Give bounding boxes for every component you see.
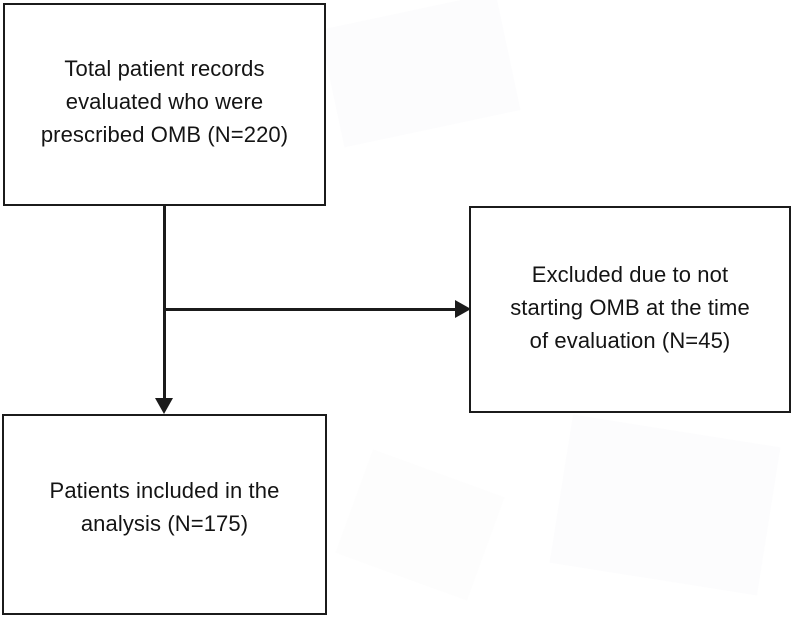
connector-total-to-excluded-line [164, 308, 461, 311]
flow-node-excluded-label: Excluded due to not starting OMB at the … [510, 261, 750, 353]
arrowhead-right-icon [455, 300, 471, 318]
flow-node-included-label: Patients included in the analysis (N=175… [49, 477, 280, 536]
arrowhead-down-icon [155, 398, 173, 414]
scan-artifact [319, 0, 521, 148]
flow-node-included: Patients included in the analysis (N=175… [2, 414, 327, 615]
scan-artifact [549, 414, 781, 596]
flow-node-total-records: Total patient records evaluated who were… [3, 3, 326, 206]
scan-artifact [335, 449, 505, 601]
flow-node-total-records-label: Total patient records evaluated who were… [40, 56, 289, 147]
connector-total-to-included-line [163, 205, 166, 401]
flow-node-excluded: Excluded due to not starting OMB at the … [469, 206, 791, 413]
